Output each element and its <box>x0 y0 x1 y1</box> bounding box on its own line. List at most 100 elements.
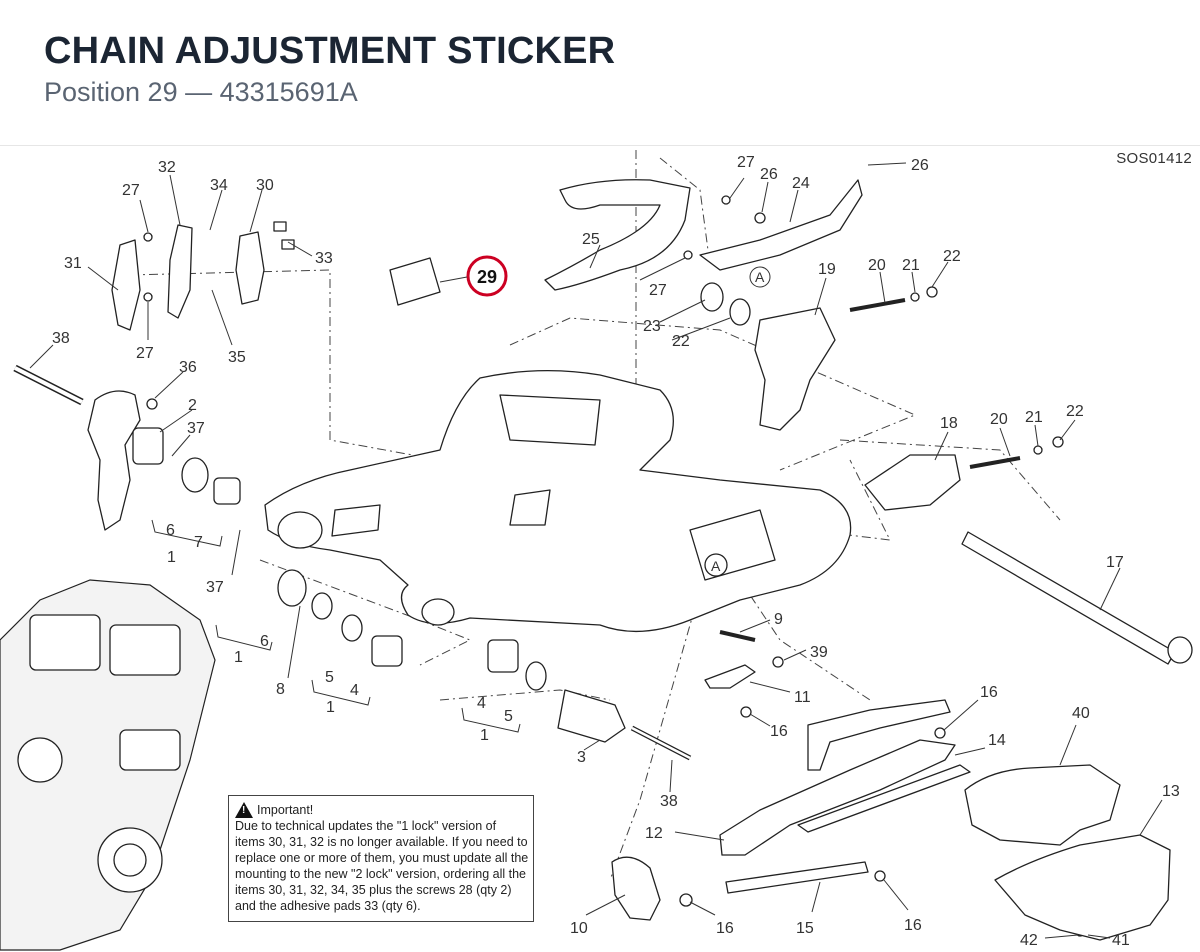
adjuster-screw-lower <box>969 436 1064 469</box>
group-brackets <box>151 519 521 733</box>
reference-mark-a-ring <box>749 266 771 288</box>
important-notice-box: ! Important! Due to technical updates th… <box>228 795 534 922</box>
callout-28-top-left: 27 <box>122 182 140 199</box>
adhesive-pads <box>273 221 295 250</box>
reference-mark-a-circle <box>704 553 728 577</box>
callout-32: 32 <box>158 159 176 176</box>
callout-35: 35 <box>228 349 246 366</box>
notice-heading: Important! <box>257 803 314 817</box>
left-plate <box>111 239 141 331</box>
swingarm-window-upper <box>499 394 601 446</box>
callout-9: 9 <box>774 611 783 628</box>
callout-12: 12 <box>645 825 663 842</box>
callout-2: 2 <box>188 397 197 414</box>
callout-30: 30 <box>256 177 274 194</box>
warning-icon: ! <box>235 802 253 818</box>
page-title: CHAIN ADJUSTMENT STICKER <box>44 30 616 72</box>
callout-39: 39 <box>810 644 828 661</box>
callout-21-upper: 21 <box>902 257 920 274</box>
callout-27-top: 26 <box>760 166 778 183</box>
callout-6-upper: 6 <box>166 522 175 539</box>
callout-23: 22 <box>672 333 690 350</box>
chain-adjustment-sticker <box>389 257 441 306</box>
callout-25: 24 <box>792 175 810 192</box>
callout-3: 3 <box>577 749 586 766</box>
callout-1-upper: 1 <box>167 549 176 566</box>
callout-17: 17 <box>1106 554 1124 571</box>
diagram-reference-code: SOS01412 <box>1116 150 1192 167</box>
notice-body: Due to technical updates the "1 lock" ve… <box>235 819 529 913</box>
callout-20-upper: 20 <box>868 257 886 274</box>
callout-31: 31 <box>64 255 82 272</box>
reference-mark-a-lower: A <box>711 558 721 574</box>
callout-8: 8 <box>276 681 285 698</box>
callout-18: 18 <box>940 415 958 432</box>
callout-21-lower: 21 <box>1025 409 1043 426</box>
callout-20-lower: 20 <box>990 411 1008 428</box>
page-subtitle: Position 29 — 43315691A <box>44 77 358 107</box>
callout-33: 33 <box>315 250 333 267</box>
swingarm-window-mid <box>509 489 551 526</box>
guide-pad <box>725 861 869 894</box>
position-29-highlight-ring <box>466 255 508 297</box>
callout-22-upper: 22 <box>943 248 961 265</box>
callout-labels: 31 27 32 34 30 33 35 27 38 36 2 37 6 7 1… <box>52 154 1180 949</box>
callout-16-bottom-left: 16 <box>716 920 734 937</box>
callout-16-bottom: 16 <box>904 917 922 934</box>
callout-37-lower: 37 <box>206 579 224 596</box>
callout-4-left: 4 <box>350 682 359 699</box>
chain-guide-strip <box>797 764 971 833</box>
chain-slider <box>719 739 956 856</box>
exploded-parts-diagram: 29 <box>0 150 1193 951</box>
callout-4-right: 4 <box>477 695 486 712</box>
callout-37-upper: 37 <box>187 420 205 437</box>
pivot-bore-left <box>277 511 323 549</box>
notice-heading-row: ! Important! <box>235 802 529 818</box>
callout-13: 13 <box>1162 783 1180 800</box>
callout-16-mid: 16 <box>770 723 788 740</box>
callout-42: 42 <box>1020 932 1038 949</box>
callout-7: 7 <box>194 534 203 551</box>
engine-silhouette <box>0 579 216 951</box>
callout-1-lower: 1 <box>234 649 243 666</box>
chain-slider-bracket <box>807 699 951 771</box>
heel-guard-cover <box>964 764 1121 846</box>
callout-1-right: 1 <box>480 727 489 744</box>
swingarm-window-left <box>331 504 381 537</box>
page-header: CHAIN ADJUSTMENT STICKER Position 29 — 4… <box>0 0 1200 146</box>
callout-26: 25 <box>582 231 600 248</box>
callout-24: 23 <box>643 318 661 335</box>
washer-pair <box>700 282 751 326</box>
callout-6-lower: 6 <box>260 633 269 650</box>
callout-28-mid: 27 <box>649 282 667 299</box>
guard-clip <box>704 664 756 689</box>
callout-41: 41 <box>1112 932 1130 949</box>
bearing-set-right <box>487 639 692 761</box>
clamp-bracket <box>544 179 691 291</box>
callout-1-mid: 1 <box>326 699 335 716</box>
callout-36: 36 <box>179 359 197 376</box>
right-adjuster-plate <box>754 307 836 431</box>
callout-34: 34 <box>210 177 228 194</box>
chain-guard-cover <box>611 856 661 921</box>
pivot-bore-lower <box>421 598 455 626</box>
callout-38-mid: 38 <box>660 793 678 810</box>
bearing-set-left <box>132 427 241 505</box>
pivot-bolt-left <box>13 364 84 406</box>
callout-19: 19 <box>818 261 836 278</box>
callout-5-left: 5 <box>325 669 334 686</box>
callout-16-right: 16 <box>980 684 998 701</box>
callout-10: 10 <box>570 920 588 937</box>
chain-guard-bracket <box>699 179 863 271</box>
callout-22-lower: 22 <box>1066 403 1084 420</box>
callout-28-top: 27 <box>737 154 755 171</box>
adjuster-block <box>864 454 961 511</box>
slider-block <box>235 231 265 305</box>
callout-27-right: 26 <box>911 157 929 174</box>
callout-15: 15 <box>796 920 814 937</box>
callout-14: 14 <box>988 732 1006 749</box>
bearing-set-lower <box>277 569 403 667</box>
rear-guard-cover <box>994 834 1171 941</box>
callout-28-left: 27 <box>136 345 154 362</box>
eccentric-bracket <box>87 390 141 531</box>
